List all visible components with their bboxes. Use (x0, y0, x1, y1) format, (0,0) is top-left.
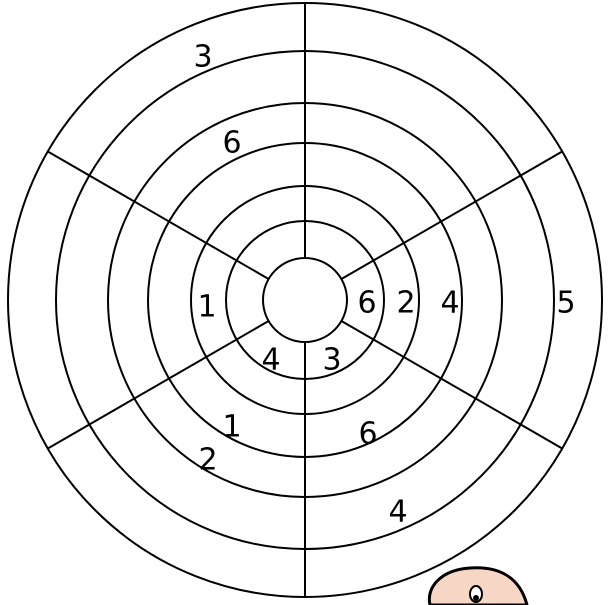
character-pupil (473, 595, 479, 601)
cell-number: 3 (322, 343, 341, 378)
cell-number: 1 (222, 410, 241, 445)
cell-number: 1 (197, 290, 216, 325)
puzzle-numbers: 3 6 1 4 3 6 2 4 5 1 2 6 4 (193, 40, 575, 530)
cell-number: 2 (396, 286, 415, 321)
cell-number: 6 (358, 417, 377, 452)
cell-number: 6 (357, 286, 376, 321)
cell-number: 5 (556, 286, 575, 321)
divider-upper-left (48, 152, 269, 280)
divider-upper-right (341, 152, 562, 280)
cell-number: 6 (222, 126, 241, 161)
sector-dividers (48, 3, 562, 597)
cartoon-face-icon (429, 568, 527, 605)
cell-number: 4 (440, 286, 459, 321)
cell-number: 4 (261, 343, 280, 378)
cell-number: 4 (388, 495, 407, 530)
center-circle (263, 258, 347, 342)
cell-number: 3 (193, 40, 212, 75)
cell-number: 2 (198, 443, 217, 478)
